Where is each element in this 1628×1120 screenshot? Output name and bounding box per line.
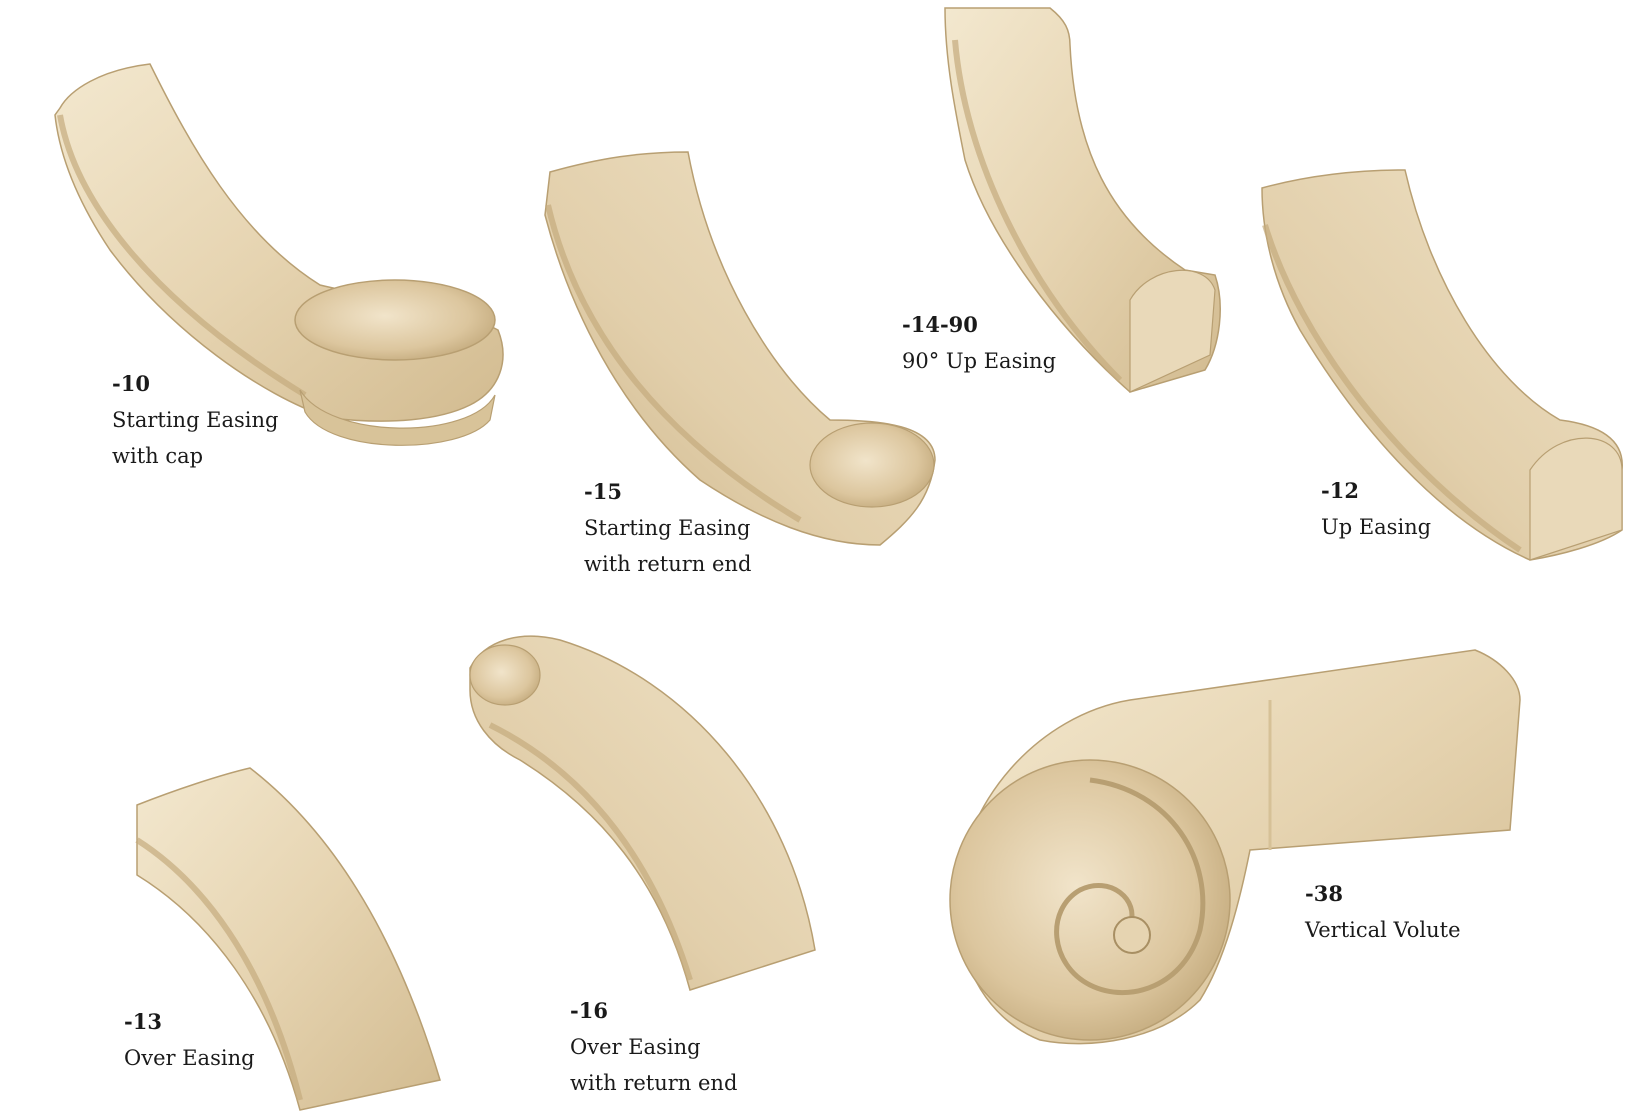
part-12-label: -12 Up Easing xyxy=(1321,473,1431,545)
part-38-image xyxy=(949,649,1521,1045)
part-13-label: -13 Over Easing xyxy=(124,1004,255,1076)
part-name-line: 90° Up Easing xyxy=(902,349,1057,373)
part-code: -13 xyxy=(124,1009,162,1034)
part-code: -15 xyxy=(584,479,622,504)
part-name-line: with cap xyxy=(112,444,204,468)
part-38-label: -38 Vertical Volute xyxy=(1305,876,1461,948)
part-code: -16 xyxy=(570,998,608,1023)
part-10-label: -10 Starting Easing with cap xyxy=(112,366,279,474)
part-14-90-image xyxy=(944,7,1221,393)
part-name-line: Starting Easing xyxy=(584,516,751,540)
part-code: -14-90 xyxy=(902,312,978,337)
part-14-90-label: -14-90 90° Up Easing xyxy=(902,307,1056,379)
part-name-line: Over Easing xyxy=(124,1046,255,1070)
part-12-image xyxy=(1261,169,1623,561)
part-code: -12 xyxy=(1321,478,1359,503)
part-16-image xyxy=(469,635,816,991)
part-code: -10 xyxy=(112,371,150,396)
part-name-line: Over Easing xyxy=(570,1035,701,1059)
part-13-image xyxy=(135,767,441,1111)
part-name-line: with return end xyxy=(570,1071,738,1095)
part-15-label: -15 Starting Easing with return end xyxy=(584,474,751,582)
part-name-line: Up Easing xyxy=(1321,515,1432,539)
part-name-line: Starting Easing xyxy=(112,408,279,432)
part-16-label: -16 Over Easing with return end xyxy=(570,993,737,1101)
part-name-line: with return end xyxy=(584,552,752,576)
part-code: -38 xyxy=(1305,881,1343,906)
part-10-image xyxy=(54,63,504,446)
part-15-image xyxy=(544,151,936,546)
part-name-line: Vertical Volute xyxy=(1305,918,1461,942)
